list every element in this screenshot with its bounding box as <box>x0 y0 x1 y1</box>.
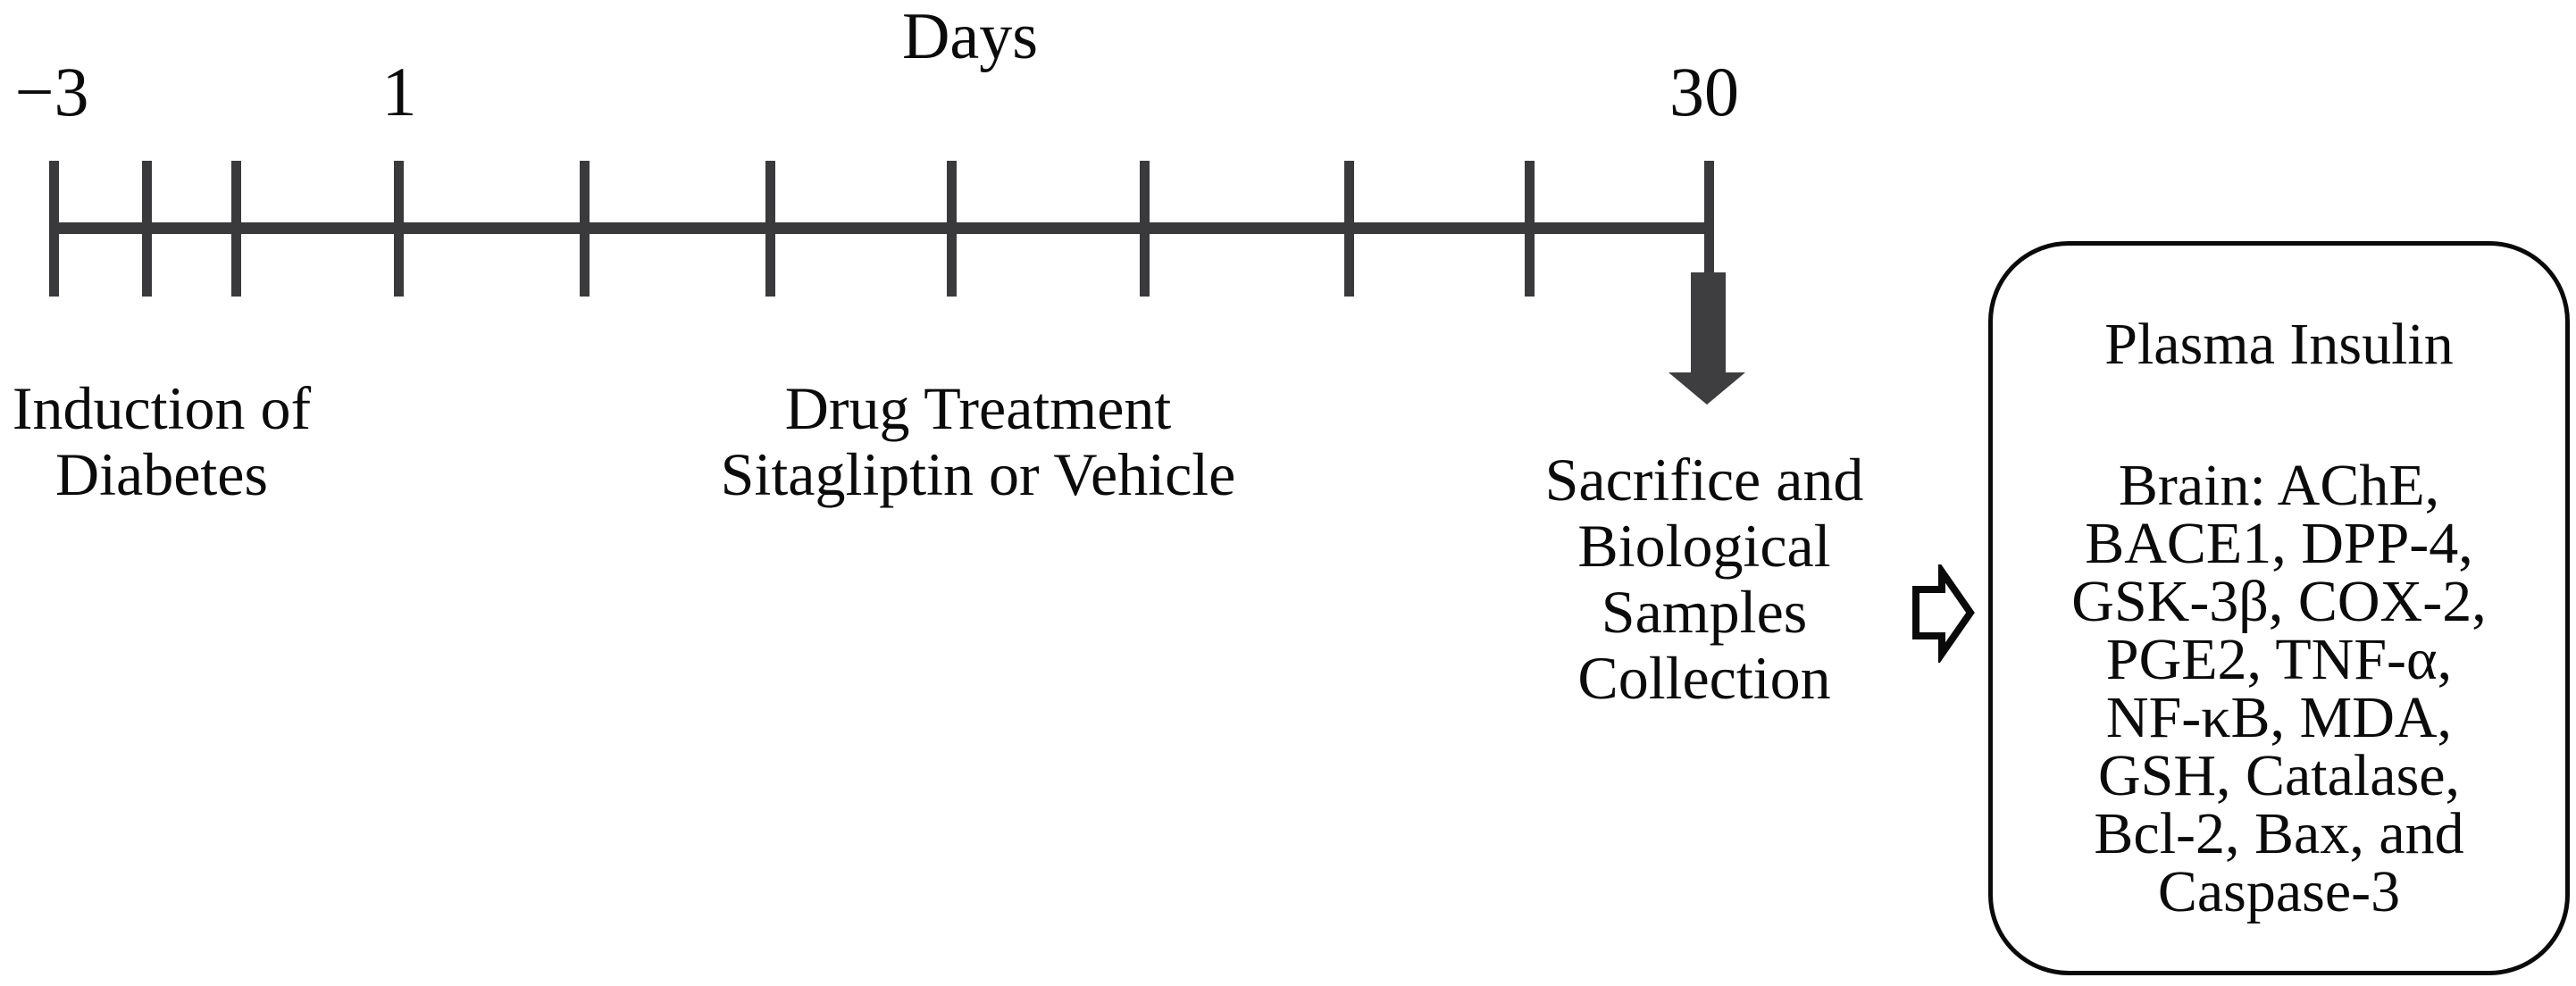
outcomes-box-line: Caspase-3 <box>2157 859 2401 924</box>
timeline-tick-mark <box>49 161 59 297</box>
timeline-tick-mark <box>231 161 241 297</box>
outcomes-box-line: PGE2, TNF-α, <box>2105 627 2453 692</box>
phase-label-line: Collection <box>1577 644 1831 712</box>
outcomes-box-line: GSK-3β, COX-2, <box>2071 569 2487 634</box>
phase-label-line: Induction of <box>12 374 312 442</box>
phase-label-line: Drug Treatment <box>784 374 1172 442</box>
timeline-tick-mark <box>1140 161 1150 297</box>
outcomes-box-line: Brain: AChE, <box>2118 453 2440 518</box>
timeline-tick-mark <box>394 161 404 297</box>
timeline-tick-mark <box>142 161 152 297</box>
timeline-day-label: 1 <box>381 53 417 130</box>
phase-label-line: Diabetes <box>55 440 268 508</box>
timeline-tick-mark <box>580 161 590 297</box>
timeline-tick-mark <box>1525 161 1535 297</box>
timeline-tick-mark <box>1704 161 1714 272</box>
timeline-tick-mark <box>1344 161 1354 297</box>
phase-label-line: Sitagliptin or Vehicle <box>720 440 1236 508</box>
timeline-day-label: −3 <box>14 53 89 130</box>
phase-label-line: Sacrifice and <box>1544 446 1864 514</box>
outcomes-box-line: GSH, Catalase, <box>2097 743 2461 808</box>
timeline-axis-bar <box>49 222 1714 234</box>
phase-label-line: Samples <box>1601 578 1808 646</box>
outcomes-right-arrow-icon <box>1912 564 1975 663</box>
outcomes-box-list: Brain: AChE,BACE1, DPP-4,GSK-3β, COX-2,P… <box>1993 453 2565 924</box>
timeline-day-label: 30 <box>1669 53 1739 130</box>
sacrifice-down-arrow-icon <box>1669 272 1745 405</box>
outcomes-box-line: BACE1, DPP-4, <box>2085 511 2473 576</box>
outcomes-box-title: Plasma Insulin <box>2104 312 2454 377</box>
outcomes-box-line: Bcl-2, Bax, and <box>2094 801 2464 866</box>
timeline-axis-title: Days <box>901 0 1039 73</box>
phase-label-line: Biological <box>1577 512 1831 580</box>
timeline-tick-mark <box>947 161 957 297</box>
outcomes-box-line: NF-κB, MDA, <box>2105 685 2453 750</box>
timeline-tick-mark <box>765 161 775 297</box>
outcomes-box: Plasma Insulin Brain: AChE,BACE1, DPP-4,… <box>1988 241 2570 975</box>
